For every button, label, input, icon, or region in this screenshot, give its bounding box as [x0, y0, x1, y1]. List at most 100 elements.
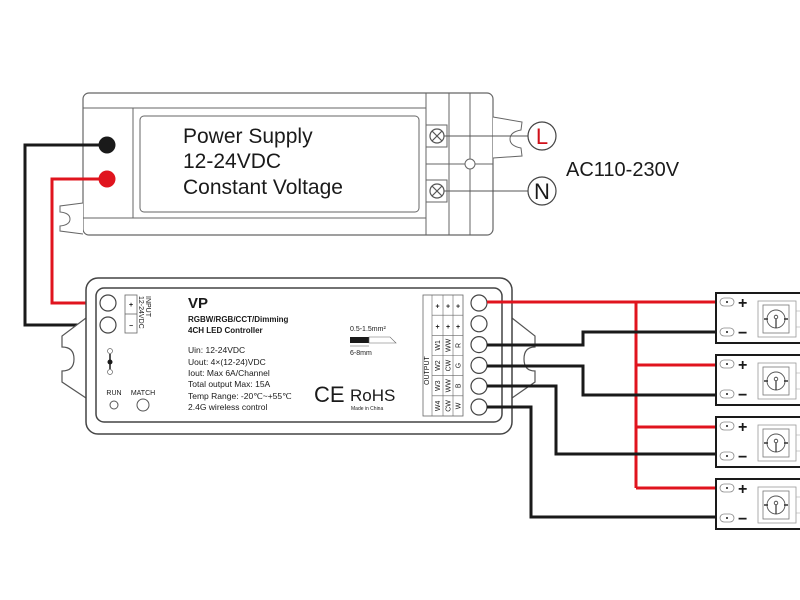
ps-label-panel: [139, 115, 420, 213]
output-grid-cell: +: [456, 304, 460, 311]
output-grid-cell: W2: [435, 360, 442, 371]
output-terminal[interactable]: [470, 315, 488, 333]
terminal-N-icon: [527, 176, 557, 206]
dc-wires: [23, 143, 100, 327]
strip-length-label: 6-8mm: [350, 350, 372, 357]
output-grid-cell: WW: [445, 338, 452, 352]
terminal-N-label: N: [534, 179, 550, 204]
output-terminal[interactable]: [470, 398, 488, 416]
strip-minus-label: −: [738, 387, 747, 404]
output-grid-cell: +: [435, 304, 439, 311]
input-positive-terminal[interactable]: [99, 294, 117, 312]
input-negative-terminal[interactable]: [99, 316, 117, 334]
output-terminal[interactable]: [470, 377, 488, 395]
indicator-icon: [107, 348, 113, 375]
pad-dot-icon: [726, 363, 728, 365]
controller-model: VP: [188, 295, 208, 312]
strip-plus-label: +: [738, 481, 747, 498]
terminal-L-label: L: [536, 124, 548, 149]
output-grid-cell: B: [455, 383, 462, 388]
ac-voltage-label: AC110-230V: [566, 159, 680, 181]
output-grid-cell: R: [455, 343, 462, 348]
match-button[interactable]: [136, 398, 150, 412]
ce-mark: CE: [314, 382, 345, 407]
dc-positive-terminal-icon: [98, 170, 116, 188]
ac-input: L N AC110-230V: [444, 121, 680, 206]
led-strip: +−: [715, 292, 800, 344]
mounting-tab: [492, 116, 523, 159]
mounting-ear: [61, 317, 87, 399]
led-chip-icon: [757, 486, 800, 524]
input-minus-label: −: [129, 323, 133, 330]
output-wiring: [487, 300, 722, 519]
mounting-tab: [59, 202, 84, 235]
controller-face: [95, 287, 503, 423]
strip-minus-label: −: [738, 449, 747, 466]
pad-dot-icon: [726, 455, 728, 457]
made-in-label: Made in China: [351, 406, 383, 412]
run-led-icon: [109, 400, 119, 410]
strip-plus-label: +: [738, 295, 747, 312]
strip-minus-label: −: [738, 325, 747, 342]
spec-line: Iout: Max 6A/Channel: [188, 368, 270, 378]
input-plus-label: +: [129, 302, 133, 309]
pad-dot-icon: [726, 487, 728, 489]
rohs-mark: RoHS: [350, 386, 395, 405]
match-label: MATCH: [131, 390, 155, 397]
ps-line-1: Power Supply: [183, 125, 313, 148]
ps-line-2: 12-24VDC: [183, 150, 281, 173]
output-grid-cell: W4: [435, 401, 442, 412]
output-grid-cell: +: [446, 304, 450, 311]
led-strip: +−: [715, 478, 800, 530]
pad-dot-icon: [726, 517, 728, 519]
led-chip-icon: [757, 300, 800, 338]
output-terminal[interactable]: [470, 294, 488, 312]
led-chip-icon: [757, 362, 800, 400]
pad-dot-icon: [726, 393, 728, 395]
spec-line: Uin: 12-24VDC: [188, 345, 245, 355]
pad-dot-icon: [726, 425, 728, 427]
strip-plus-label: +: [738, 357, 747, 374]
input-label: INPUT: [144, 296, 151, 318]
output-grid-cell: +: [456, 324, 460, 331]
channel-W-wire: [487, 405, 722, 519]
strip-minus-label: −: [738, 511, 747, 528]
spec-line: Total output Max: 15A: [188, 379, 271, 389]
output-grid-cell: W1: [435, 340, 442, 351]
dc-negative-terminal-icon: [98, 136, 116, 154]
led-strip: +−: [715, 416, 800, 468]
controller-subtitle-1: RGBW/RGB/CCT/Dimming: [188, 315, 289, 324]
spec-line: 2.4G wireless control: [188, 402, 267, 412]
pad-dot-icon: [726, 301, 728, 303]
controller: + − INPUT 12-24VDC RUN MATCH VP RGBW/RGB…: [61, 277, 536, 435]
input-voltage-label: 12-24VDC: [137, 296, 144, 329]
output-terminal[interactable]: [470, 356, 488, 374]
dc-negative-wire: [23, 143, 100, 327]
terminal-L-icon: [527, 121, 557, 151]
channel-R-wire: [487, 330, 722, 347]
power-supply: Power Supply 12-24VDC Constant Voltage: [59, 92, 523, 236]
output-label: OUTPUT: [424, 356, 431, 386]
channel-B-wire: [487, 384, 722, 456]
output-grid-cell: W: [455, 402, 462, 409]
stripped-wire-icon: [350, 336, 397, 347]
led-chip-icon: [757, 424, 800, 462]
output-grid-cell: +: [435, 324, 439, 331]
output-grid-cell: G: [455, 363, 462, 368]
dc-positive-wire: [50, 177, 100, 305]
strip-plus-label: +: [738, 419, 747, 436]
output-grid-cell: +: [446, 324, 450, 331]
output-grid-cell: CW: [445, 400, 452, 412]
mounting-ear: [511, 317, 536, 399]
output-terminal[interactable]: [470, 336, 488, 354]
screw-icon: [429, 183, 445, 199]
output-grid-cell: CW: [445, 359, 452, 371]
output-grid-cell: W3: [435, 380, 442, 391]
ps-line-3: Constant Voltage: [183, 176, 343, 199]
controller-subtitle-2: 4CH LED Controller: [188, 326, 263, 335]
ground-node-icon: [464, 158, 476, 170]
led-strip: +−: [715, 354, 800, 406]
wire-gauge-label: 0.5-1.5mm²: [350, 326, 386, 333]
